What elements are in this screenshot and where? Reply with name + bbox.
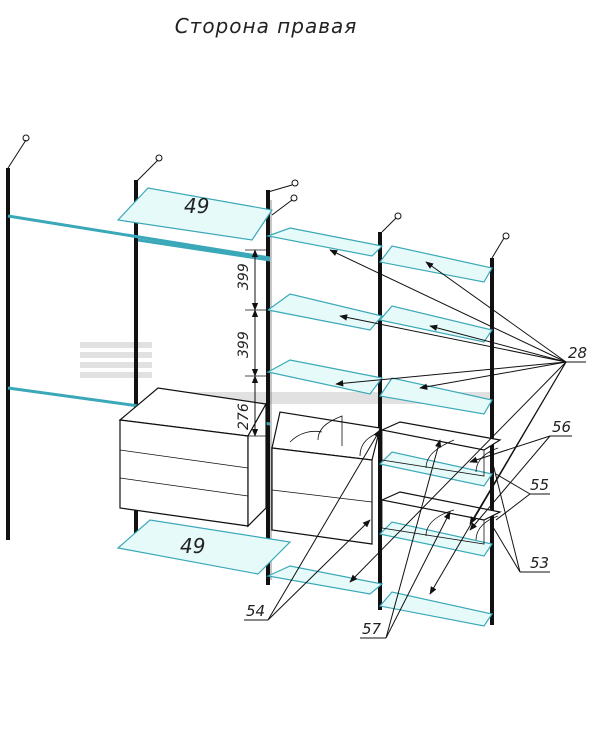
shelf-label-bottom: 49 [180, 534, 205, 558]
callout-28: 28 [568, 344, 587, 362]
dimension-3: 276 [236, 403, 252, 430]
shelf-mid-2 [266, 293, 384, 331]
shelf-bottom-49 [116, 519, 292, 575]
dimension-1: 399 [236, 263, 252, 290]
baskets-right [380, 421, 502, 545]
drawer-unit-middle [271, 411, 381, 545]
callout-57: 57 [362, 620, 382, 638]
shelf-label-top: 49 [184, 194, 209, 218]
drawer-chest-left [118, 387, 267, 528]
shelf-mid-1 [265, 227, 384, 257]
dimension-2: 399 [236, 331, 252, 358]
shelves [116, 187, 493, 627]
shelf-right-3 [378, 377, 493, 415]
drawing-title: Сторона правая [174, 14, 358, 38]
callout-55: 55 [530, 476, 549, 494]
callout-56: 56 [552, 418, 571, 436]
leader-lines [244, 249, 586, 639]
shelf-right-2 [378, 305, 493, 343]
shelf-right-1 [378, 245, 493, 283]
shelf-right-4 [378, 451, 493, 487]
shelf-top-49 [116, 187, 274, 241]
shelf-right-bottom [378, 591, 493, 627]
dimension-lines [245, 249, 268, 437]
callout-53: 53 [530, 554, 549, 572]
shelf-mid-bottom [265, 565, 384, 595]
callout-54: 54 [246, 602, 265, 620]
shelf-mid-3 [266, 359, 384, 395]
